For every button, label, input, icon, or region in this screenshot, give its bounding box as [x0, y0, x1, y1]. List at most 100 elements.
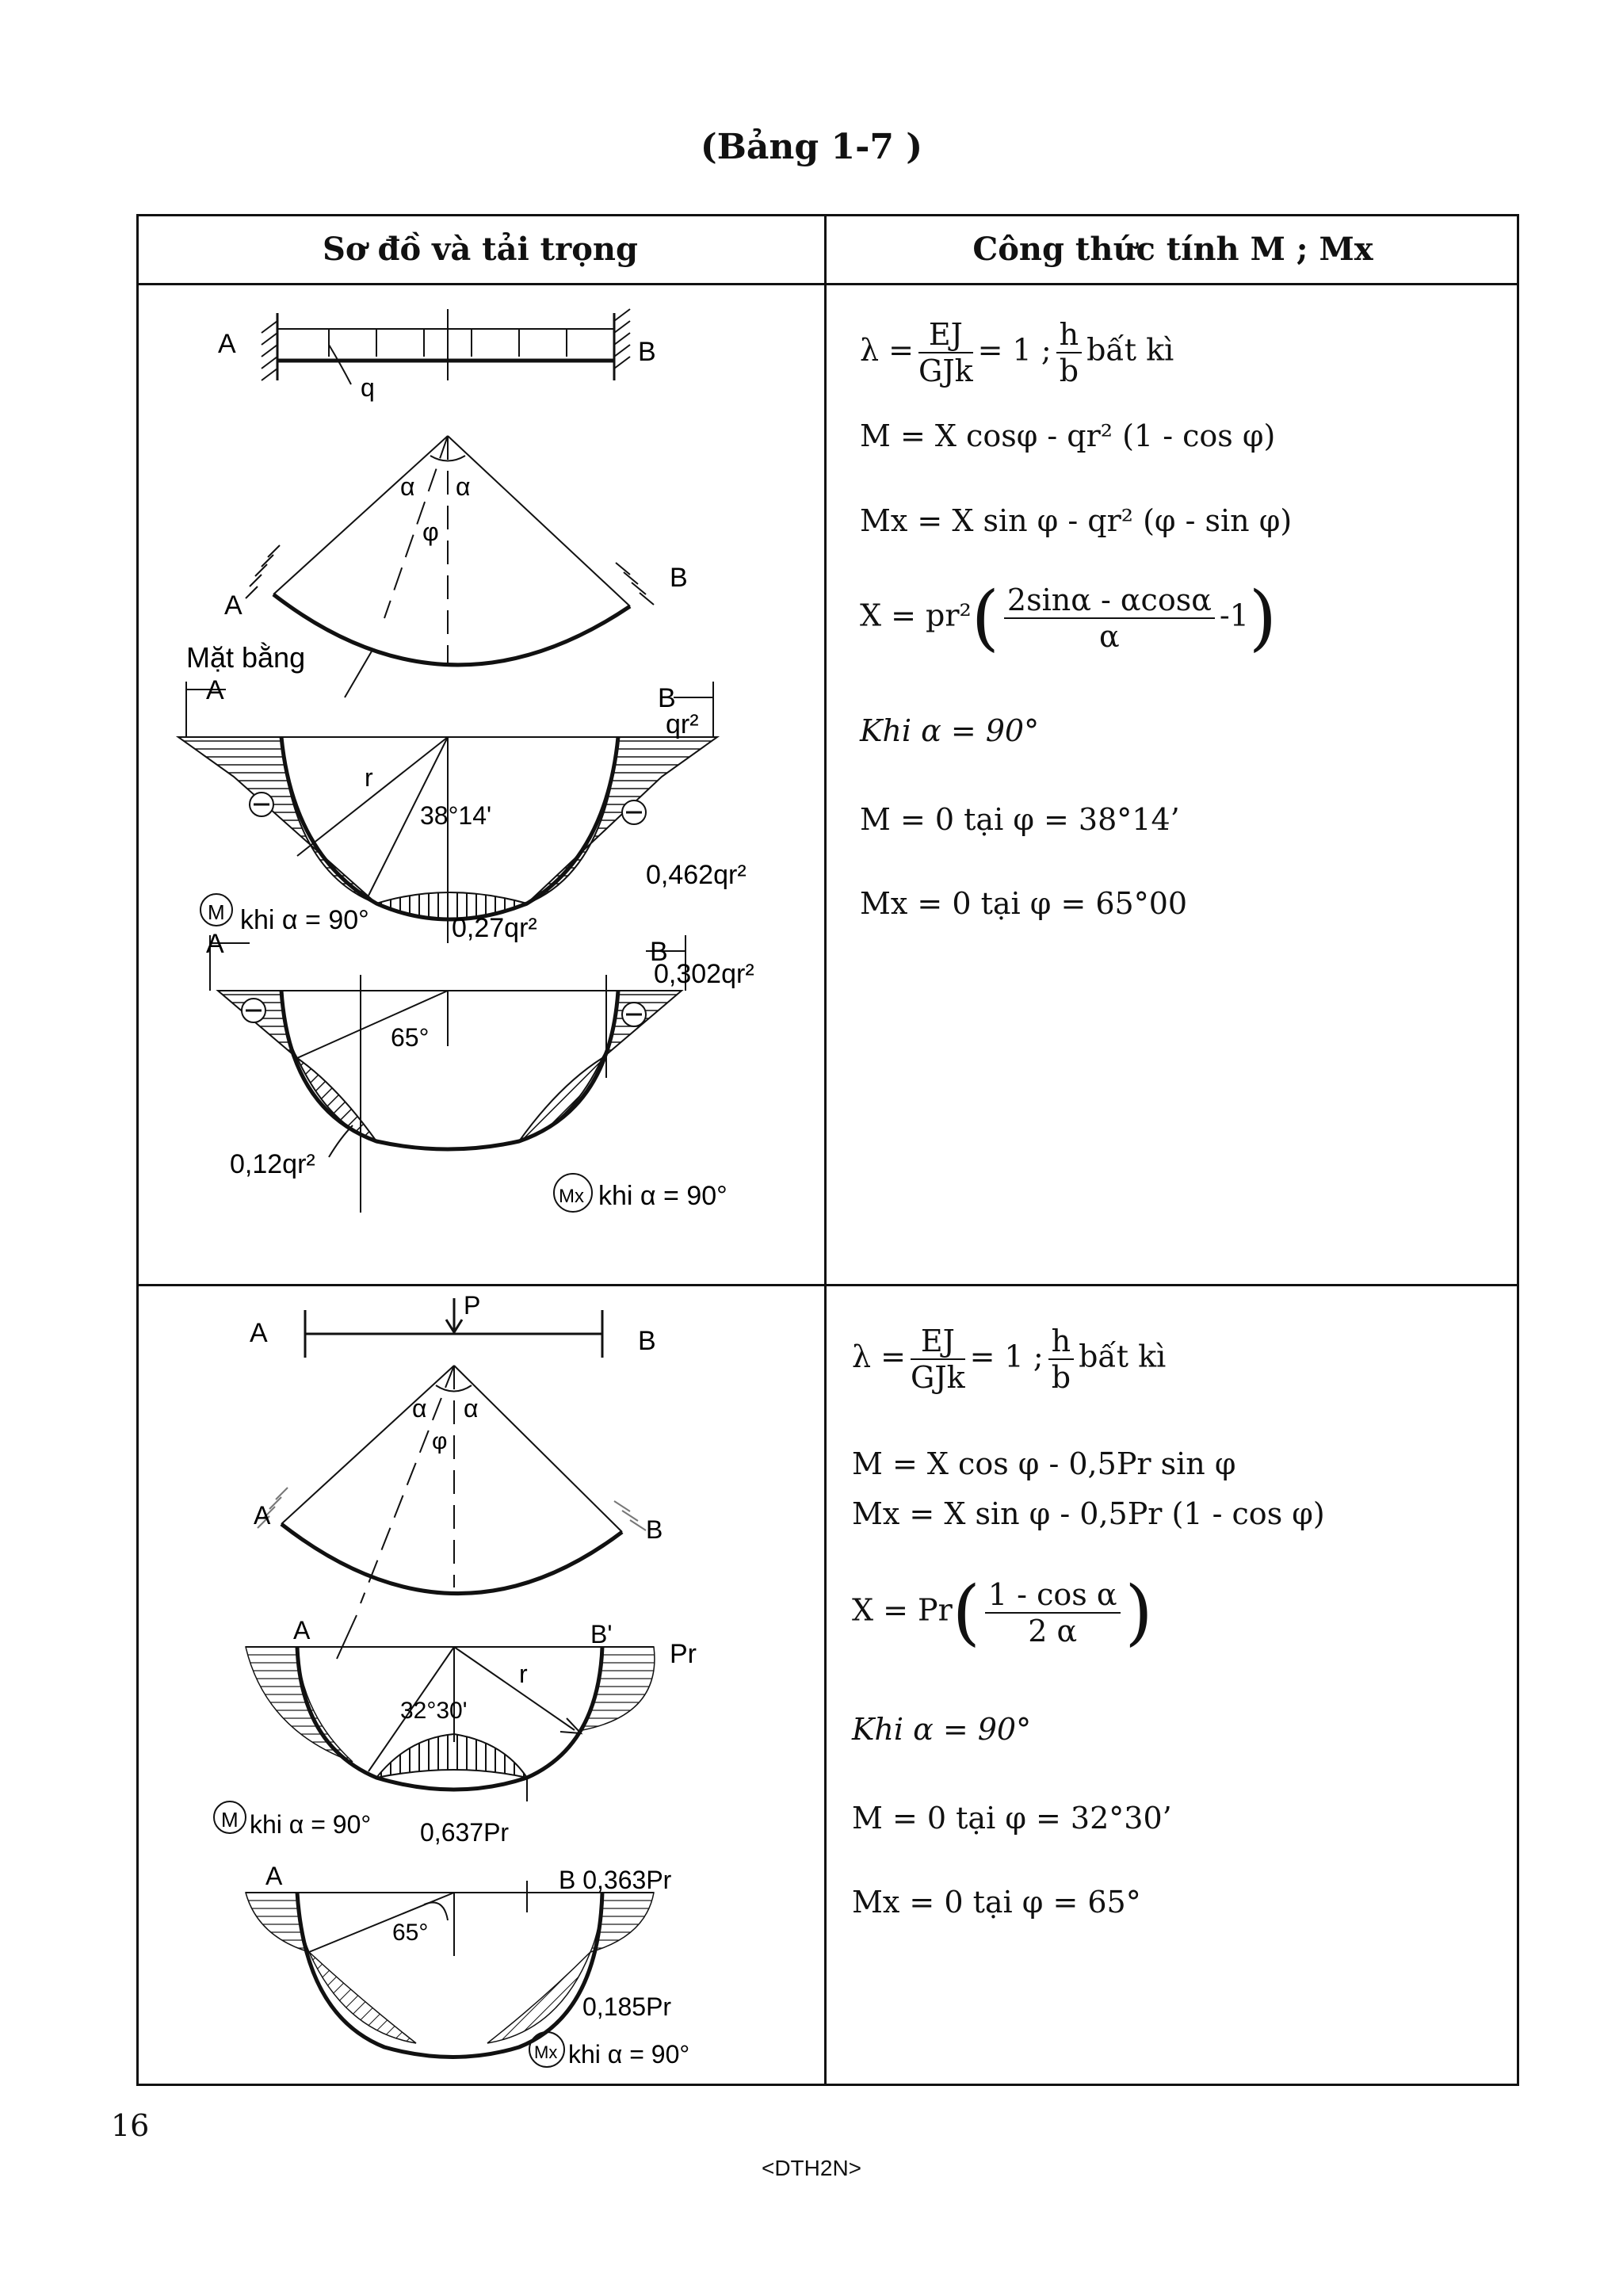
row1-x-tail: -1: [1219, 598, 1249, 633]
row1-label-r: r: [365, 763, 373, 792]
row1-b: b: [1059, 353, 1079, 388]
row2-mx-diagram: [245, 1881, 655, 2059]
row1-mx-circle: Mx: [559, 1186, 584, 1207]
row1-label-ang1: 38°14': [420, 801, 491, 830]
row1-label-v12: 0,12qr²: [230, 1149, 315, 1179]
row2-label-ang2: 65°: [392, 1920, 428, 1946]
row1-label-ang2: 65°: [391, 1023, 429, 1052]
row1-x-lhs: X = pr²: [860, 598, 972, 633]
row2-label-p: P: [464, 1291, 480, 1320]
row1-m-formula: M = X cosφ - qr² (1 - cos φ): [860, 418, 1276, 453]
row1-beam: [261, 308, 631, 385]
row2-khi: Khi α = 90°: [852, 1712, 1032, 1747]
row1-khi: Khi α = 90°: [860, 713, 1040, 748]
row1-x-lparen: (: [971, 576, 999, 659]
row1-mx-diagram: [209, 935, 686, 1213]
row2-m-diagram: [245, 1646, 655, 1801]
row1-lambda: λ =: [860, 332, 915, 368]
row1-label-a-arrow: A: [206, 675, 224, 705]
row2-m-circle: M: [221, 1808, 239, 1832]
row2-label-alpha-l: α: [412, 1394, 427, 1423]
row2-h: h: [1048, 1324, 1075, 1360]
row2-label-a: A: [250, 1318, 268, 1348]
table-frame: [136, 214, 1519, 2086]
row2-label-b: B: [638, 1326, 656, 1356]
row2-mx-zero: Mx = 0 tại φ = 65°: [852, 1885, 1141, 1920]
row1-label-qr2: qr²: [666, 709, 699, 739]
row1-mx-label: khi α = 90°: [598, 1181, 727, 1211]
row1-label-phi: φ: [422, 518, 439, 546]
row1-gjk: GJk: [918, 353, 973, 388]
row1-label-b: B: [638, 337, 656, 367]
row1-m-badge: [200, 893, 233, 926]
row2-label-a2: A: [293, 1616, 311, 1645]
row1-any: bất kì: [1086, 332, 1174, 368]
row2-any: bất kì: [1079, 1339, 1167, 1374]
row2-m-badge: [213, 1801, 246, 1834]
header-formula: Công thức tính M ; Mx: [972, 230, 1373, 268]
row2-label-pr: Pr: [670, 1639, 697, 1669]
row2-eq1: = 1 ;: [969, 1339, 1044, 1374]
row2-mx-circle: Mx: [534, 2042, 557, 2062]
row1-label-a3: A: [206, 929, 224, 959]
table-column-divider: [824, 214, 827, 2086]
row2-label-a3: A: [265, 1862, 283, 1890]
row1-label-v302: 0,302qr²: [654, 959, 754, 989]
row2-lambda: λ =: [852, 1339, 907, 1374]
row1-m-circle: M: [208, 900, 225, 924]
row2-mx-badge: [529, 2031, 565, 2068]
row2-x-den: 2 α: [1028, 1614, 1078, 1648]
row2-m-label: khi α = 90°: [250, 1810, 371, 1839]
row1-label-v27: 0,27qr²: [452, 913, 537, 943]
row1-label-b-arrow: B: [658, 683, 676, 713]
footer-tag: <DTH2N>: [761, 2156, 862, 2180]
row1-diagram: A B q α α φ A B Mặt bằng A B qr² r 38°1: [175, 308, 754, 1213]
row1-ej: EJ: [918, 317, 973, 353]
row2-label-alpha-r: α: [464, 1394, 479, 1423]
page-title: (Bảng 1-7 ): [700, 127, 923, 167]
row2-label-phi: φ: [432, 1428, 447, 1454]
row1-m-diagram: [175, 682, 720, 943]
row2-ej: EJ: [911, 1324, 965, 1360]
row1-mx-formula: Mx = X sin φ - qr² (φ - sin φ): [860, 503, 1293, 538]
row2-gjk: GJk: [911, 1360, 965, 1395]
row1-label-alpha-r: α: [456, 472, 471, 501]
row2-x-lhs: X = Pr: [852, 1592, 953, 1628]
table-row-divider: [136, 1284, 1519, 1286]
row1-label-a: A: [218, 329, 236, 359]
row2-label-b3: B 0,363Pr: [559, 1866, 672, 1894]
row1-label-a2: A: [224, 590, 242, 621]
row2-x-rparen: ): [1125, 1571, 1153, 1654]
row2-x-lparen: (: [952, 1571, 980, 1654]
row1-x-den: α: [1099, 619, 1120, 654]
row2-sector: [257, 1365, 647, 1660]
row1-m-zero: M = 0 tại φ = 38°14’: [860, 802, 1180, 837]
row2-mx-formula: Mx = X sin φ - 0,5Pr (1 - cos φ): [852, 1496, 1325, 1531]
page-number: 16: [111, 2108, 150, 2143]
row1-x-num: 2sinα - αcosα: [1003, 583, 1215, 619]
row2-label-b2: B': [590, 1620, 612, 1648]
row1-label-plan: Mặt bằng: [186, 641, 305, 674]
row1-label-v462: 0,462qr²: [646, 860, 747, 890]
row1-label-q: q: [361, 373, 375, 402]
row2-label-ang1: 32°30': [400, 1698, 467, 1724]
row2-x-num: 1 - cos α: [984, 1577, 1121, 1614]
row1-h: h: [1056, 317, 1083, 353]
row2-label-a1: A: [254, 1501, 271, 1530]
header-diagram: Sơ đồ và tải trọng: [323, 230, 638, 268]
row1-label-b3: B: [650, 937, 668, 967]
row2-label-v185: 0,185Pr: [582, 1992, 671, 2021]
row2-m-zero: M = 0 tại φ = 32°30’: [852, 1801, 1172, 1836]
row2-diagram: A B P α α φ A B A B' Pr r 32°30' M khi α…: [213, 1291, 697, 2069]
row2-label-r: r: [519, 1660, 528, 1688]
row2-beam: [304, 1298, 604, 1358]
